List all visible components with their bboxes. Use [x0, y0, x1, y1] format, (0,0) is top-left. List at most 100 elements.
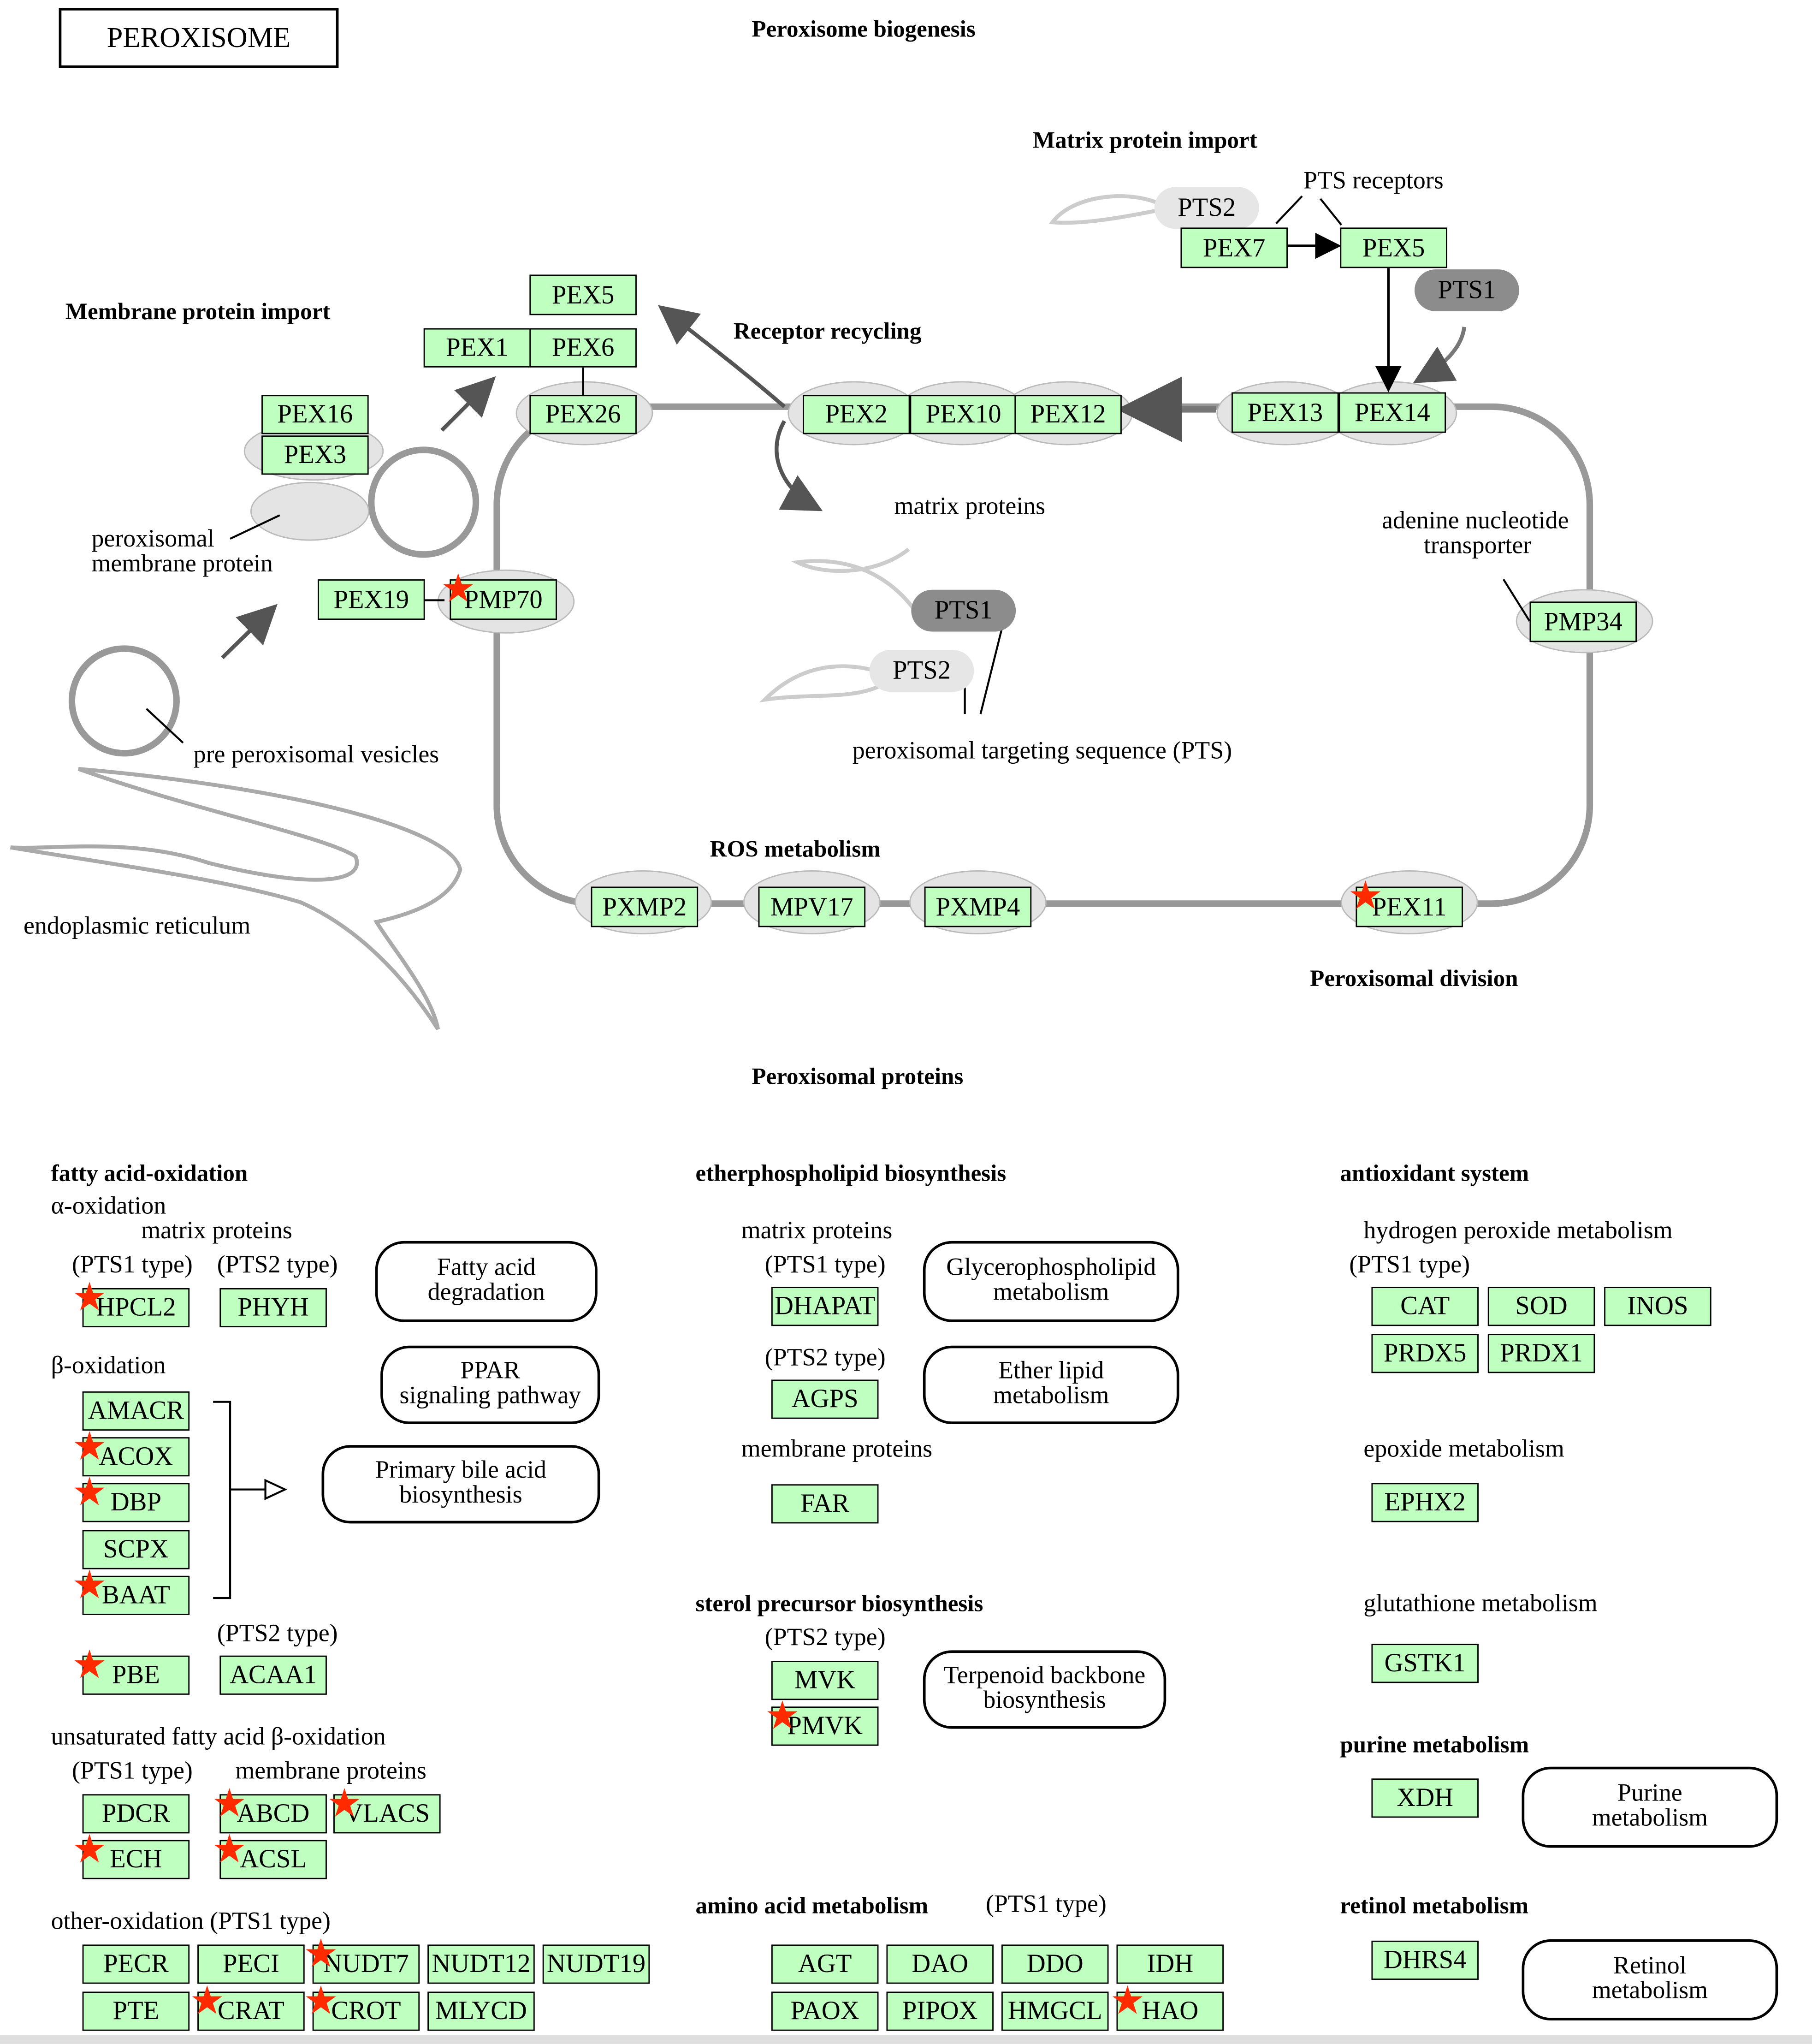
star-icon: ★: [71, 1563, 107, 1609]
gene-pex26[interactable]: PEX26: [529, 395, 637, 434]
gene-pbe[interactable]: PBE: [82, 1655, 190, 1695]
gene-crat[interactable]: CRAT: [197, 1991, 305, 2031]
pts1-signal: PTS1: [1415, 269, 1519, 311]
gene-amacr[interactable]: AMACR: [82, 1391, 190, 1431]
gene-scpx[interactable]: SCPX: [82, 1530, 190, 1569]
gene-pex6[interactable]: PEX6: [529, 328, 637, 368]
gene-pex19[interactable]: PEX19: [318, 579, 425, 620]
label-membrane-proteins: membrane proteins: [741, 1436, 933, 1463]
label-epoxide: epoxide metabolism: [1363, 1436, 1564, 1463]
heading-sterol-precursor: sterol precursor biosynthesis: [695, 1590, 983, 1616]
gene-pex2[interactable]: PEX2: [802, 395, 910, 434]
gene-peci[interactable]: PECI: [197, 1944, 305, 1984]
gene-dhapat[interactable]: DHAPAT: [771, 1287, 879, 1326]
star-icon: ★: [1348, 873, 1383, 920]
gene-baat[interactable]: BAAT: [82, 1575, 190, 1615]
gene-pex12[interactable]: PEX12: [1014, 395, 1122, 434]
gene-pdcr[interactable]: PDCR: [82, 1794, 190, 1834]
gene-pex7[interactable]: PEX7: [1180, 227, 1288, 268]
gene-gstk1[interactable]: GSTK1: [1371, 1644, 1479, 1683]
gene-acsl[interactable]: ACSL: [219, 1840, 327, 1879]
label-glutathione: glutathione metabolism: [1363, 1590, 1598, 1618]
gene-mlycd[interactable]: MLYCD: [427, 1991, 535, 2031]
gene-acaa1[interactable]: ACAA1: [219, 1655, 327, 1695]
gene-prdx5[interactable]: PRDX5: [1371, 1334, 1479, 1373]
label-alpha-oxidation: α-oxidation: [51, 1192, 166, 1220]
label-pts1-type-u: (PTS1 type): [71, 1757, 193, 1785]
gene-pex16[interactable]: PEX16: [261, 395, 369, 434]
map-label: biosynthesis: [399, 1481, 522, 1509]
map-label: Fatty acid: [437, 1254, 536, 1282]
gene-pmp70[interactable]: PMP70: [450, 579, 557, 620]
gene-acox[interactable]: ACOX: [82, 1437, 190, 1477]
gene-pex10[interactable]: PEX10: [910, 395, 1018, 434]
gene-nudt19[interactable]: NUDT19: [542, 1944, 650, 1984]
gene-pex11[interactable]: PEX11: [1356, 886, 1463, 927]
protein-ellipse: [250, 481, 370, 541]
star-icon: ★: [71, 1470, 107, 1516]
gene-mvk[interactable]: MVK: [771, 1661, 879, 1700]
map-label: metabolism: [1592, 1977, 1708, 2005]
star-icon: ★: [212, 1827, 247, 1873]
gene-pecr[interactable]: PECR: [82, 1944, 190, 1984]
gene-pte[interactable]: PTE: [82, 1991, 190, 2031]
gene-pex14[interactable]: PEX14: [1338, 392, 1446, 433]
label-pts2-type: (PTS2 type): [764, 1344, 886, 1372]
star-icon: ★: [71, 1827, 107, 1873]
gene-dbp[interactable]: DBP: [82, 1483, 190, 1522]
gene-far[interactable]: FAR: [771, 1484, 879, 1524]
gene-dao[interactable]: DAO: [886, 1944, 994, 1984]
gene-pmp34[interactable]: PMP34: [1529, 601, 1637, 642]
gene-pxmp4[interactable]: PXMP4: [924, 886, 1032, 927]
gene-pex3[interactable]: PEX3: [261, 435, 369, 475]
gene-pex13[interactable]: PEX13: [1232, 392, 1339, 433]
matrix-proteins-label: matrix proteins: [894, 493, 1046, 521]
gene-pxmp2[interactable]: PXMP2: [591, 886, 699, 927]
gene-xdh[interactable]: XDH: [1371, 1778, 1479, 1818]
pts2-signal: PTS2: [1154, 187, 1259, 229]
gene-mpv17[interactable]: MPV17: [758, 886, 866, 927]
gene-pmvk[interactable]: PMVK: [771, 1706, 879, 1746]
section-title-matrix-import: Matrix protein import: [1033, 127, 1257, 153]
gene-agps[interactable]: AGPS: [771, 1379, 879, 1419]
gene-idh[interactable]: IDH: [1116, 1944, 1224, 1984]
heading-etherphospholipid: etherphospholipid biosynthesis: [695, 1160, 1007, 1186]
gene-abcd[interactable]: ABCD: [219, 1794, 327, 1834]
gene-ddo[interactable]: DDO: [1001, 1944, 1109, 1984]
gene-hpcl2[interactable]: HPCL2: [82, 1288, 190, 1328]
gene-nudt12[interactable]: NUDT12: [427, 1944, 535, 1984]
gene-agt[interactable]: AGT: [771, 1944, 879, 1984]
gene-paox[interactable]: PAOX: [771, 1991, 879, 2031]
gene-dhrs4[interactable]: DHRS4: [1371, 1940, 1479, 1980]
gene-cat[interactable]: CAT: [1371, 1287, 1479, 1326]
gene-pex5[interactable]: PEX5: [529, 274, 637, 315]
gene-pex5[interactable]: PEX5: [1340, 227, 1447, 268]
peroxisome-membrane: [493, 403, 1593, 907]
gene-sod[interactable]: SOD: [1487, 1287, 1595, 1326]
gene-vlacs[interactable]: VLACS: [333, 1794, 441, 1834]
gene-hao[interactable]: HAO: [1116, 1991, 1224, 2031]
gene-pipox[interactable]: PIPOX: [886, 1991, 994, 2031]
gene-crot[interactable]: CROT: [312, 1991, 420, 2031]
gene-prdx1[interactable]: PRDX1: [1487, 1334, 1595, 1373]
gene-nudt7[interactable]: NUDT7: [312, 1944, 420, 1984]
gene-phyh[interactable]: PHYH: [219, 1288, 327, 1328]
gene-pex1[interactable]: PEX1: [423, 328, 531, 368]
pts1-signal: PTS1: [911, 589, 1016, 632]
pts-sequence-label: peroxisomal targeting sequence (PTS): [852, 737, 1232, 765]
gene-hmgcl[interactable]: HMGCL: [1001, 1991, 1109, 2031]
gene-ephx2[interactable]: EPHX2: [1371, 1483, 1479, 1522]
gene-inos[interactable]: INOS: [1604, 1287, 1711, 1326]
gene-ech[interactable]: ECH: [82, 1840, 190, 1879]
label-hydrogen-peroxide: hydrogen peroxide metabolism: [1363, 1217, 1673, 1245]
adenine-label: adenine nucleotide: [1382, 507, 1569, 535]
